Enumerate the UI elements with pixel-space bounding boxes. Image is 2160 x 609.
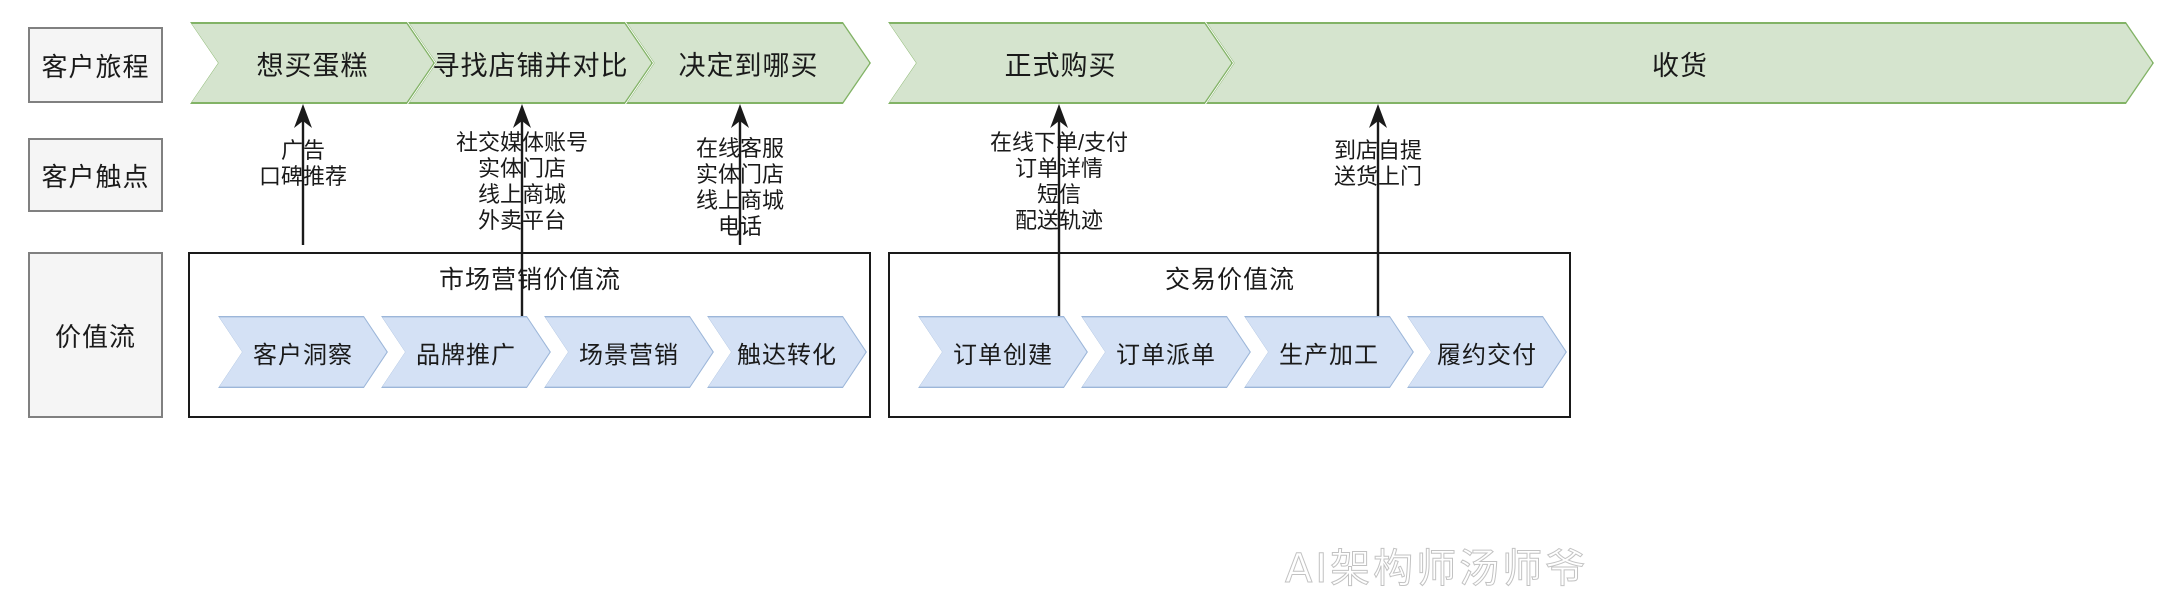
journey-stage-label: 寻找店铺并对比 (432, 50, 629, 81)
journey-stage-label: 想买蛋糕 (256, 50, 369, 81)
journey-stage-decide-where[interactable]: 决定到哪买 (626, 22, 871, 104)
touchpoint-tp-ad: 广告 口碑推荐 (258, 138, 348, 189)
journey-stage-fill (192, 24, 434, 103)
value-stream-step-fill (1082, 317, 1249, 386)
journey-stage-label: 正式购买 (1004, 50, 1117, 81)
value-stream-step-vs-scenario[interactable]: 场景营销 (544, 316, 714, 388)
value-stream-title-vs-transaction: 交易价值流 (1164, 266, 1296, 294)
journey-stage-find-compare[interactable]: 寻找店铺并对比 (408, 22, 653, 104)
value-stream-step-vs-order-assign[interactable]: 订单派单 (1081, 316, 1251, 388)
value-stream-step-vs-insight[interactable]: 客户洞察 (218, 316, 388, 388)
journey-stage-receive-goods[interactable]: 收货 (1206, 22, 2154, 104)
row-label-customer-journey-text: 客户旅程 (41, 51, 150, 82)
value-stream-step-fill (219, 317, 386, 386)
value-stream-step-label: 场景营销 (579, 341, 679, 369)
value-stream-step-label: 客户洞察 (253, 341, 353, 369)
value-stream-step-label: 订单派单 (1116, 341, 1216, 369)
touchpoint-tp-service: 在线客服 实体门店 线上商城 电话 (695, 136, 785, 239)
journey-stage-fill (628, 24, 870, 103)
value-stream-step-label: 生产加工 (1279, 341, 1379, 369)
value-stream-step-fill (1408, 317, 1565, 386)
touchpoint-tp-social: 社交媒体账号 实体门店 线上商城 外卖平台 (455, 130, 589, 233)
value-stream-title-vs-marketing: 市场营销价值流 (438, 266, 622, 294)
value-stream-step-label: 触达转化 (737, 341, 837, 369)
value-stream-container-vs-transaction (888, 252, 1571, 418)
value-stream-step-label: 履约交付 (1437, 341, 1537, 369)
value-stream-step-fill (545, 317, 712, 386)
journey-stage-want-cake[interactable]: 想买蛋糕 (190, 22, 435, 104)
value-stream-container-vs-marketing (188, 252, 871, 418)
row-label-value-stream-text: 价值流 (54, 321, 136, 352)
journey-stage-label: 决定到哪买 (678, 50, 819, 81)
row-label-customer-journey: 客户旅程 (28, 27, 163, 103)
value-stream-step-vs-fulfillment[interactable]: 履约交付 (1407, 316, 1567, 388)
journey-stage-formal-buy[interactable]: 正式购买 (888, 22, 1233, 104)
touchpoint-tp-order: 在线下单/支付 订单详情 短信 配送轨迹 (989, 130, 1129, 233)
value-stream-step-vs-production[interactable]: 生产加工 (1244, 316, 1414, 388)
journey-stage-fill (410, 24, 652, 103)
row-label-customer-touchpoint-text: 客户触点 (41, 161, 150, 192)
journey-stage-label: 收货 (1652, 50, 1708, 81)
value-stream-step-label: 订单创建 (953, 341, 1053, 369)
row-label-value-stream: 价值流 (28, 252, 163, 418)
watermark: AI架构师汤师爷 (1284, 546, 1589, 593)
touchpoint-tp-delivery: 到店自提 送货上门 (1333, 138, 1423, 189)
journey-stage-fill (1208, 24, 2153, 103)
value-stream-step-fill (708, 317, 865, 386)
value-stream-step-fill (1245, 317, 1412, 386)
value-stream-step-vs-reach[interactable]: 触达转化 (707, 316, 867, 388)
value-stream-step-vs-brand[interactable]: 品牌推广 (381, 316, 551, 388)
journey-stage-fill (890, 24, 1232, 103)
row-label-customer-touchpoint: 客户触点 (28, 138, 163, 212)
value-stream-step-label: 品牌推广 (416, 341, 516, 369)
value-stream-step-vs-order-create[interactable]: 订单创建 (918, 316, 1088, 388)
